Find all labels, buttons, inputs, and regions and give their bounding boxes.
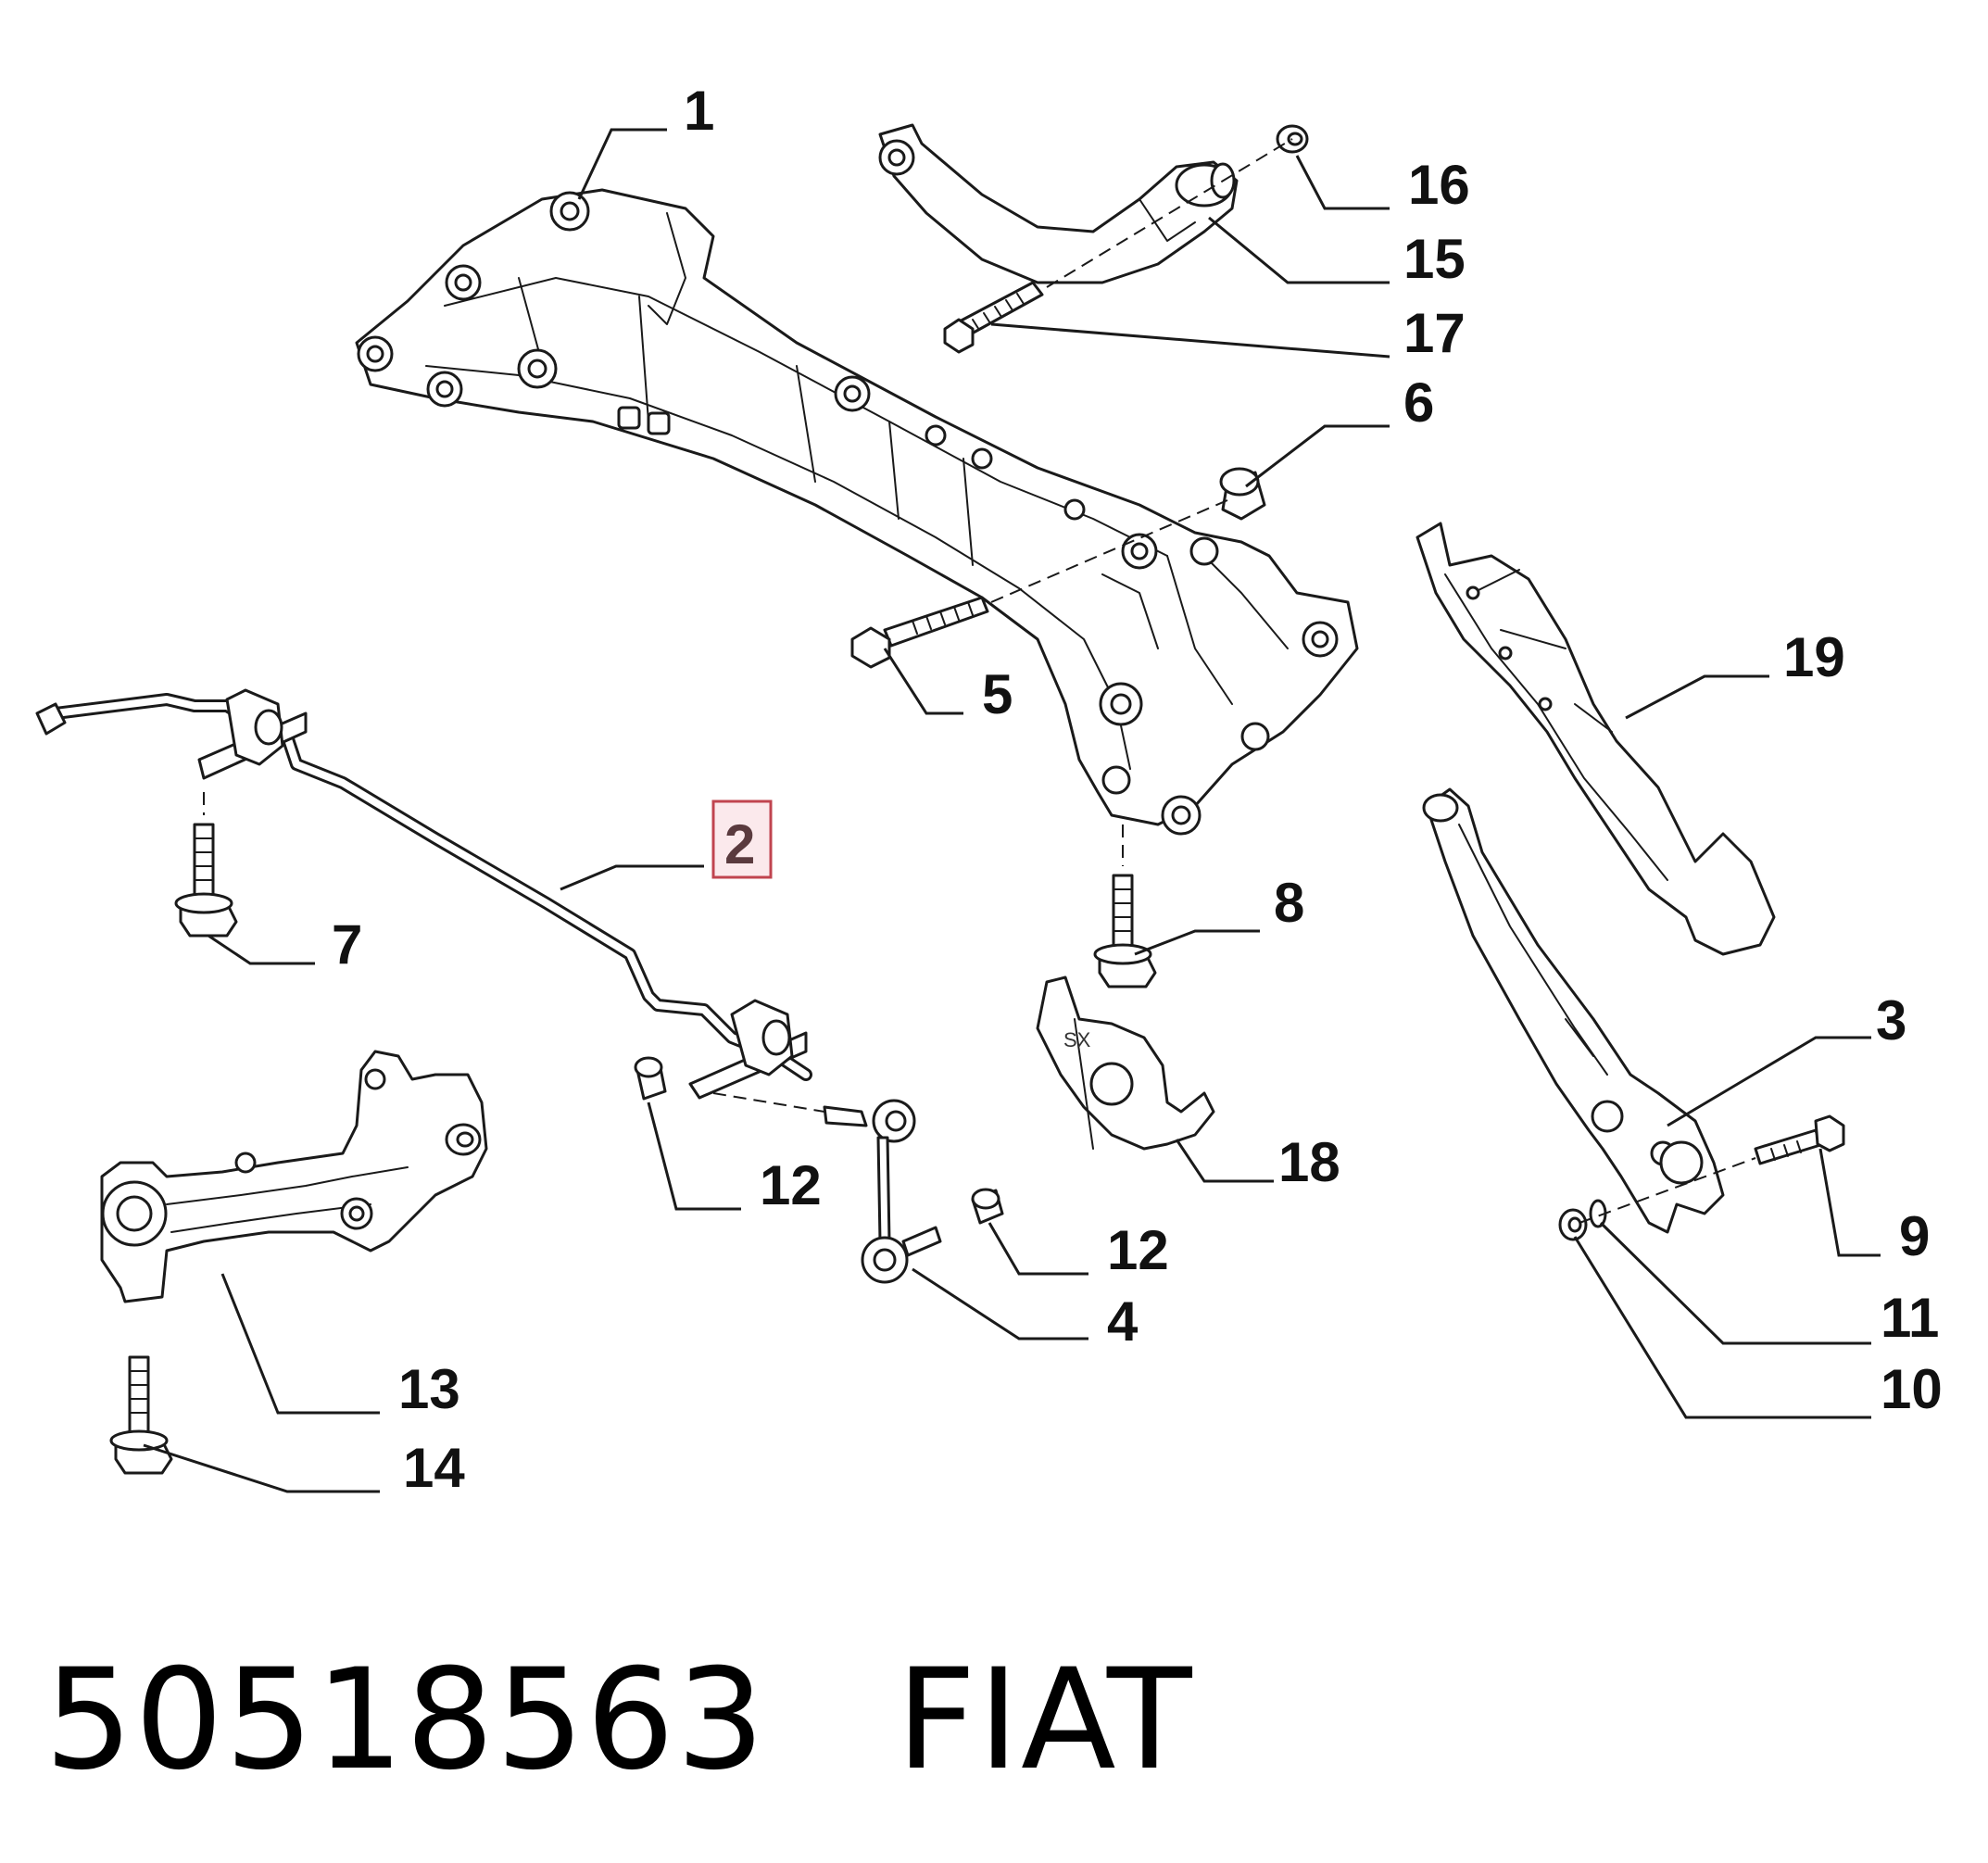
- callout-8: 8: [1274, 872, 1304, 934]
- callout-19: 19: [1783, 626, 1845, 688]
- callout-14: 14: [403, 1437, 465, 1499]
- callout-13: 13: [398, 1358, 460, 1420]
- callout-7: 7: [332, 913, 362, 976]
- bolt-part-7: [174, 792, 238, 938]
- callout-12-upper: 12: [760, 1154, 822, 1216]
- carrier-arm-part-13: [100, 1050, 488, 1303]
- callout-17: 17: [1403, 302, 1466, 364]
- part-number: 50518563: [44, 1640, 767, 1801]
- callout-15: 15: [1403, 228, 1466, 290]
- leader-lines: [143, 128, 1881, 1493]
- callout-3: 3: [1876, 989, 1906, 1051]
- nut-part-10: [1558, 1208, 1588, 1241]
- bracket-sx-marking: SX: [1063, 1028, 1091, 1051]
- bushing-part-12-upper: [634, 1056, 667, 1101]
- bolt-part-5: [850, 596, 989, 669]
- callout-16: 16: [1408, 154, 1470, 216]
- callout-2-highlight-box: [711, 799, 773, 879]
- callout-11: 11: [1881, 1287, 1939, 1349]
- callout-12-lower: 12: [1107, 1219, 1169, 1281]
- heat-shield-part-19: [1416, 522, 1776, 956]
- part-caption: 50518563 FIAT: [44, 1640, 1194, 1801]
- bolt-part-8: [1093, 825, 1157, 988]
- stabilizer-link-part-4: [823, 1099, 942, 1284]
- callout-9: 9: [1899, 1205, 1930, 1267]
- bolt-part-9: [1754, 1114, 1845, 1165]
- callout-labels: 1 2 3 4 5 6 7 8 9 10 11 12 12 13 14 15 1…: [332, 80, 1943, 1499]
- bolt-part-17: [943, 281, 1044, 354]
- callout-5: 5: [982, 663, 1013, 725]
- lower-control-arm-part-3: [1422, 787, 1725, 1234]
- callout-2: 2: [724, 813, 755, 875]
- nut-part-6: [1219, 467, 1266, 521]
- upper-link-arm: [878, 123, 1239, 284]
- bolt-part-14: [109, 1355, 173, 1475]
- brand-name: FIAT: [896, 1640, 1194, 1801]
- callout-4: 4: [1107, 1290, 1139, 1353]
- bushing-part-12-lower: [971, 1188, 1004, 1225]
- subframe-crossmember: [355, 188, 1359, 836]
- callout-18: 18: [1278, 1131, 1340, 1193]
- bracket-part-18: SX: [1036, 976, 1215, 1151]
- callout-1: 1: [684, 80, 714, 142]
- stabilizer-bar-part-2: [35, 688, 812, 1100]
- callout-6: 6: [1403, 371, 1434, 434]
- callout-10: 10: [1881, 1358, 1943, 1420]
